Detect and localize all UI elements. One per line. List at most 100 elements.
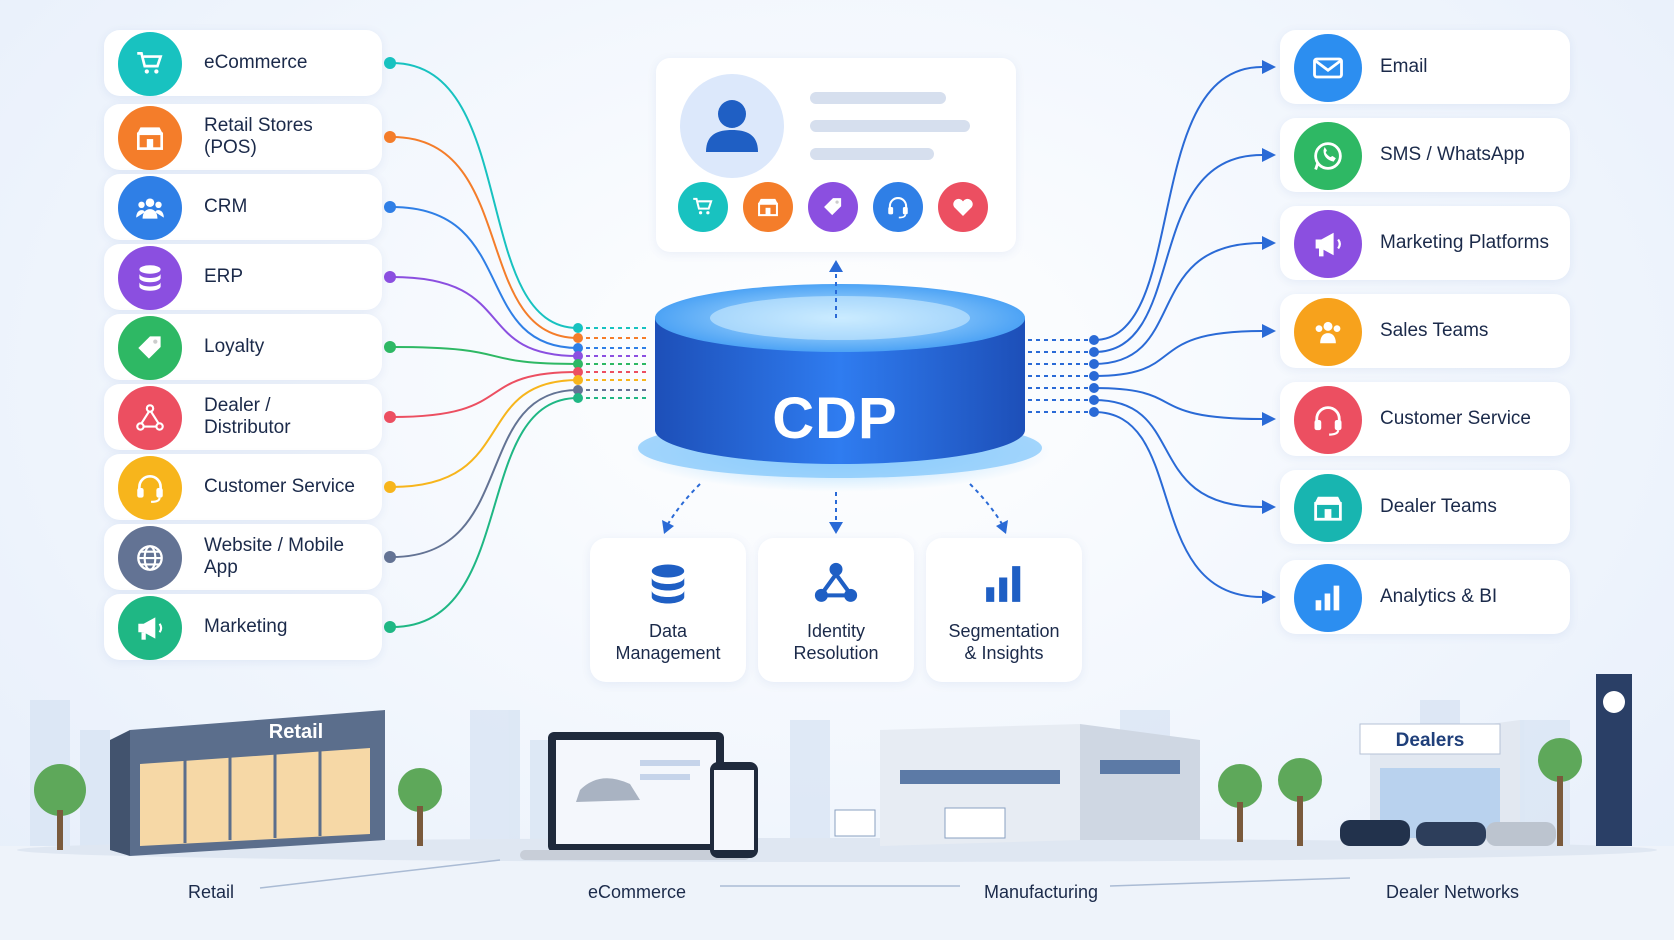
source-card-1[interactable]: Retail Stores (POS) (104, 104, 396, 170)
retail-store-illustration: Retail (34, 710, 442, 856)
source-connector-dot (384, 481, 396, 493)
destination-icon-badge (1294, 210, 1362, 278)
users-icon (136, 198, 164, 219)
svg-text:Dealers: Dealers (1396, 730, 1465, 751)
destination-card-1[interactable]: SMS / WhatsApp (1280, 118, 1570, 192)
destination-label: Dealer Teams (1380, 496, 1497, 517)
profile-attribute-badge (743, 182, 793, 232)
destination-arrowhead (1262, 236, 1276, 250)
source-icon-badge (118, 596, 182, 660)
destination-card-0[interactable]: Email (1280, 30, 1570, 104)
headset-icon (1314, 406, 1342, 436)
database-icon (651, 564, 685, 604)
destination-connector-line (1093, 330, 1263, 377)
destination-card-5[interactable]: Dealer Teams (1280, 470, 1570, 544)
segment-label-ecommerce: eCommerce (588, 882, 687, 902)
source-junction-dot (573, 323, 583, 333)
source-connector-line (391, 379, 579, 488)
capability-label: Identity Resolution (793, 621, 879, 663)
cdp-cylinder (630, 284, 1050, 492)
source-junction-dot (573, 343, 583, 353)
destination-junction-dot (1089, 347, 1099, 357)
destination-junction-dot (1089, 359, 1099, 369)
source-connector-line (391, 346, 579, 365)
source-card-8[interactable]: Marketing (104, 594, 396, 660)
source-card-4[interactable]: Loyalty (104, 314, 396, 380)
store-icon (1314, 496, 1342, 521)
source-icon-badge (118, 32, 182, 96)
destination-card-3[interactable]: Sales Teams (1280, 294, 1570, 368)
manufacturing-plant-illustration (834, 724, 1262, 846)
source-connector-line (391, 276, 579, 357)
nodes-icon (814, 562, 858, 602)
destination-junction-dot (1089, 407, 1099, 417)
ecommerce-devices-illustration (520, 732, 758, 860)
destination-card-6[interactable]: Analytics & BI (1280, 560, 1570, 634)
bar-chart-icon (986, 566, 1021, 602)
cdp-label: CDP (772, 386, 898, 451)
destination-junction-dot (1089, 383, 1099, 393)
cart-icon (693, 197, 713, 215)
source-label: eCommerce (204, 52, 308, 73)
source-junction-dot (573, 367, 583, 377)
source-card-3[interactable]: ERP (104, 244, 396, 310)
source-connector-line (391, 371, 579, 418)
destination-card-2[interactable]: Marketing Platforms (1280, 206, 1570, 280)
dealership-illustration: Dealers (1278, 674, 1632, 850)
headset-icon (888, 197, 908, 219)
destination-arrowhead (1262, 412, 1276, 426)
capability-card-1[interactable]: Identity Resolution (758, 538, 914, 682)
source-connector-dot (384, 201, 396, 213)
segment-label-dealers: Dealer Networks (1386, 882, 1520, 902)
source-card-2[interactable]: CRM (104, 174, 396, 240)
source-label: Loyalty (204, 336, 265, 357)
destination-icon-badge (1294, 386, 1362, 454)
destination-icon-badge (1294, 298, 1362, 366)
destination-connector-line (1093, 411, 1263, 598)
source-junction-dot (573, 385, 583, 395)
destination-label: Analytics & BI (1380, 586, 1498, 607)
source-label: ERP (204, 266, 244, 287)
source-label: Dealer / Distributor (204, 395, 291, 438)
source-card-0[interactable]: eCommerce (104, 30, 396, 96)
bar-chart-icon (1315, 585, 1340, 611)
source-card-6[interactable]: Customer Service (104, 454, 396, 520)
user-icon (706, 100, 758, 152)
source-connector-line (391, 206, 579, 349)
mail-icon (1313, 57, 1343, 79)
destination-icon-badge (1294, 474, 1362, 542)
source-connector-dot (384, 57, 396, 69)
destination-arrowhead (1262, 590, 1276, 604)
database-icon (139, 265, 161, 291)
globe-icon (137, 545, 163, 571)
destination-arrowhead (1262, 60, 1276, 74)
source-junction-dot (573, 393, 583, 403)
source-label: Customer Service (204, 476, 355, 497)
source-card-7[interactable]: Website / Mobile App (104, 524, 396, 590)
destination-connector-line (1093, 387, 1263, 420)
team-icon (1315, 321, 1341, 344)
source-icon-badge (118, 526, 182, 590)
segment-label-manufacturing: Manufacturing (984, 882, 1099, 902)
destination-icon-badge (1294, 34, 1362, 102)
source-connector-dot (384, 271, 396, 283)
tag-icon (138, 336, 161, 359)
capability-card-0[interactable]: Data Management (590, 538, 746, 682)
source-connector-dot (384, 131, 396, 143)
capability-label: Data Management (615, 621, 721, 663)
destination-icon-badge (1294, 122, 1362, 190)
source-icon-badge (118, 176, 182, 240)
destination-label: SMS / WhatsApp (1380, 144, 1525, 165)
customer-profile-card[interactable] (656, 58, 1016, 252)
destination-connector-line (1093, 66, 1263, 341)
destination-junction-dot (1089, 395, 1099, 405)
source-card-5[interactable]: Dealer / Distributor (104, 384, 396, 450)
destination-card-4[interactable]: Customer Service (1280, 382, 1570, 456)
destination-junction-dot (1089, 335, 1099, 345)
megaphone-icon (138, 617, 163, 640)
destination-label: Email (1380, 56, 1428, 77)
profile-attribute-badge (808, 182, 858, 232)
capability-card-2[interactable]: Segmentation & Insights (926, 538, 1082, 682)
